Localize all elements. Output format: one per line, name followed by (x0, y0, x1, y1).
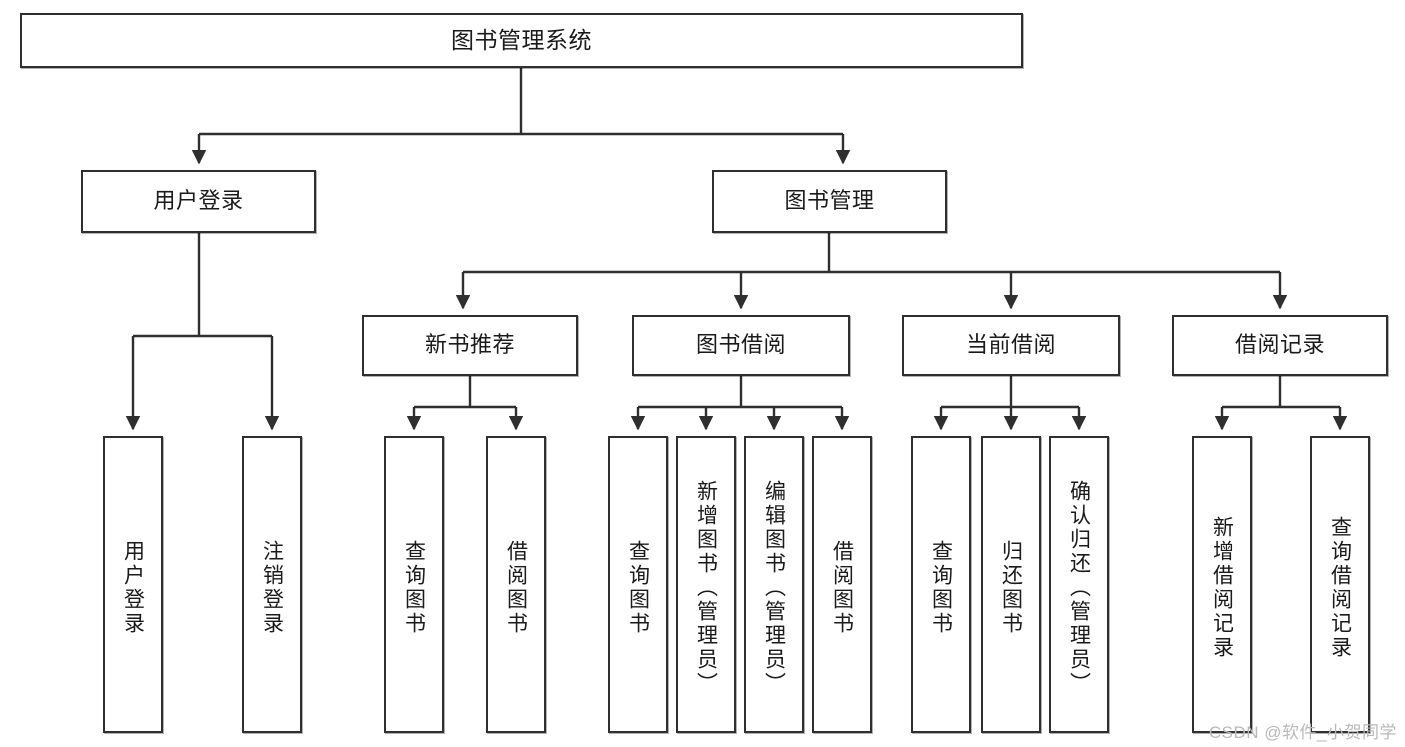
node-label: 新增借阅记录 (1210, 515, 1234, 660)
node-leaf-add-book[interactable]: 新增图书（管理员） (676, 436, 736, 733)
node-label: 查询图书 (929, 539, 953, 636)
node-label: 当前借阅 (965, 332, 1056, 358)
node-leaf-user-login[interactable]: 用户登录 (103, 436, 163, 733)
node-label: 用户登录 (121, 539, 145, 636)
node-leaf-query-book-current[interactable]: 查询图书 (911, 436, 971, 733)
node-label: 借阅图书 (504, 539, 528, 636)
node-label: 新增图书（管理员） (694, 479, 718, 696)
node-user-login[interactable]: 用户登录 (81, 170, 316, 233)
node-leaf-return-book[interactable]: 归还图书 (981, 436, 1041, 733)
node-label: 图书借阅 (695, 332, 786, 358)
node-leaf-borrow-book[interactable]: 借阅图书 (812, 436, 872, 733)
node-label: 用户登录 (153, 188, 244, 214)
node-label: 借阅记录 (1234, 332, 1325, 358)
node-leaf-edit-book[interactable]: 编辑图书（管理员） (744, 436, 804, 733)
node-root-book-management-system[interactable]: 图书管理系统 (20, 13, 1023, 68)
node-borrow-record[interactable]: 借阅记录 (1172, 315, 1388, 376)
csdn-watermark: CSDN @软件_小贺同学 (1208, 723, 1397, 742)
node-book-borrow[interactable]: 图书借阅 (632, 315, 850, 376)
node-label: 图书管理系统 (451, 26, 592, 53)
node-leaf-query-book-borrow[interactable]: 查询图书 (608, 436, 668, 733)
node-label: 新书推荐 (424, 332, 515, 358)
node-leaf-logout[interactable]: 注销登录 (242, 436, 302, 733)
node-leaf-query-borrow-record[interactable]: 查询借阅记录 (1310, 436, 1370, 733)
node-label: 注销登录 (260, 539, 284, 636)
node-label: 查询借阅记录 (1328, 515, 1352, 660)
node-label: 图书管理 (784, 188, 875, 214)
node-label: 查询图书 (402, 539, 426, 636)
node-leaf-query-book-recommend[interactable]: 查询图书 (384, 436, 444, 733)
node-leaf-borrow-book-recommend[interactable]: 借阅图书 (486, 436, 546, 733)
node-leaf-confirm-return[interactable]: 确认归还（管理员） (1049, 436, 1109, 733)
node-label: 编辑图书（管理员） (762, 479, 786, 696)
node-current-borrow[interactable]: 当前借阅 (902, 315, 1120, 376)
node-label: 借阅图书 (830, 539, 854, 636)
node-label: 查询图书 (626, 539, 650, 636)
node-label: 归还图书 (999, 539, 1023, 636)
node-book-management[interactable]: 图书管理 (712, 170, 947, 233)
node-leaf-add-borrow-record[interactable]: 新增借阅记录 (1192, 436, 1252, 733)
node-label: 确认归还（管理员） (1067, 479, 1091, 696)
node-new-book-recommend[interactable]: 新书推荐 (362, 315, 578, 376)
